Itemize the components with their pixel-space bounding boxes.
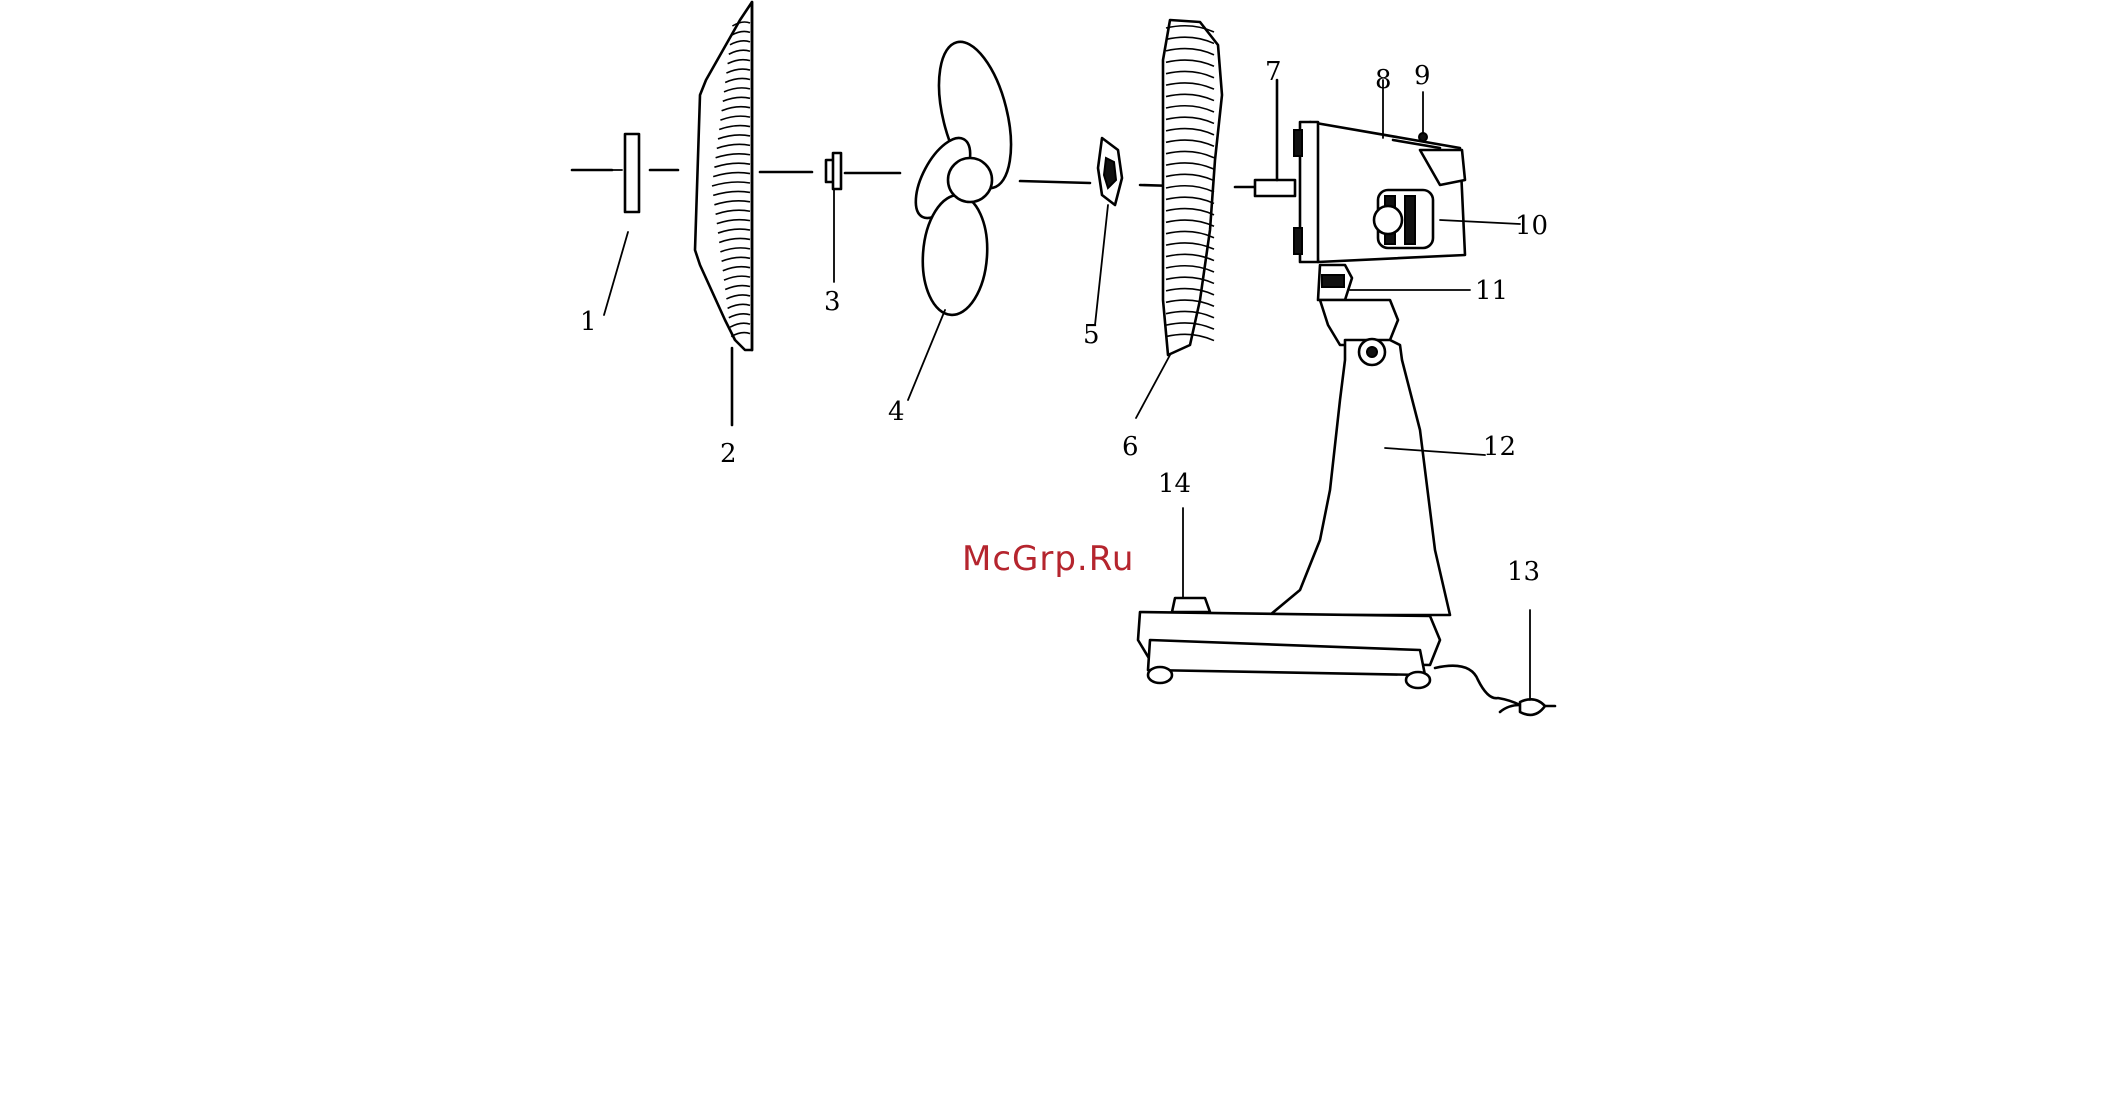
callout-14: 14 (1158, 469, 1191, 499)
callout-13: 13 (1507, 557, 1540, 587)
callout-9: 9 (1414, 61, 1431, 91)
callout-11: 11 (1475, 276, 1508, 306)
callout-10: 10 (1515, 211, 1548, 241)
part-11-tilt-joint (1318, 265, 1398, 345)
part-5-mounting-nut (1098, 138, 1122, 205)
watermark: McGrp.Ru (962, 539, 1134, 579)
part-12-stand-pillar (1270, 339, 1450, 615)
callout-6: 6 (1122, 432, 1139, 462)
motor-housing (1294, 122, 1465, 262)
callout-8: 8 (1375, 65, 1392, 95)
part-6-rear-grille (1163, 20, 1222, 355)
callout-3: 3 (824, 287, 841, 317)
part-2-front-grille (695, 2, 752, 425)
part-4-fan-blade (905, 34, 1025, 317)
callout-2: 2 (720, 439, 737, 469)
assembly-axis-line (572, 170, 1260, 187)
callout-7: 7 (1265, 57, 1282, 87)
part-13-power-cord (1435, 666, 1555, 715)
callout-1: 1 (580, 307, 597, 337)
speed-switch (1374, 190, 1433, 248)
part-1-spinner-cap (625, 134, 639, 212)
part-7-motor-shaft (1255, 80, 1295, 196)
callout-5: 5 (1083, 320, 1100, 350)
part-3-blade-nut (826, 153, 841, 189)
callout-4: 4 (888, 397, 905, 427)
callout-12: 12 (1483, 432, 1516, 462)
